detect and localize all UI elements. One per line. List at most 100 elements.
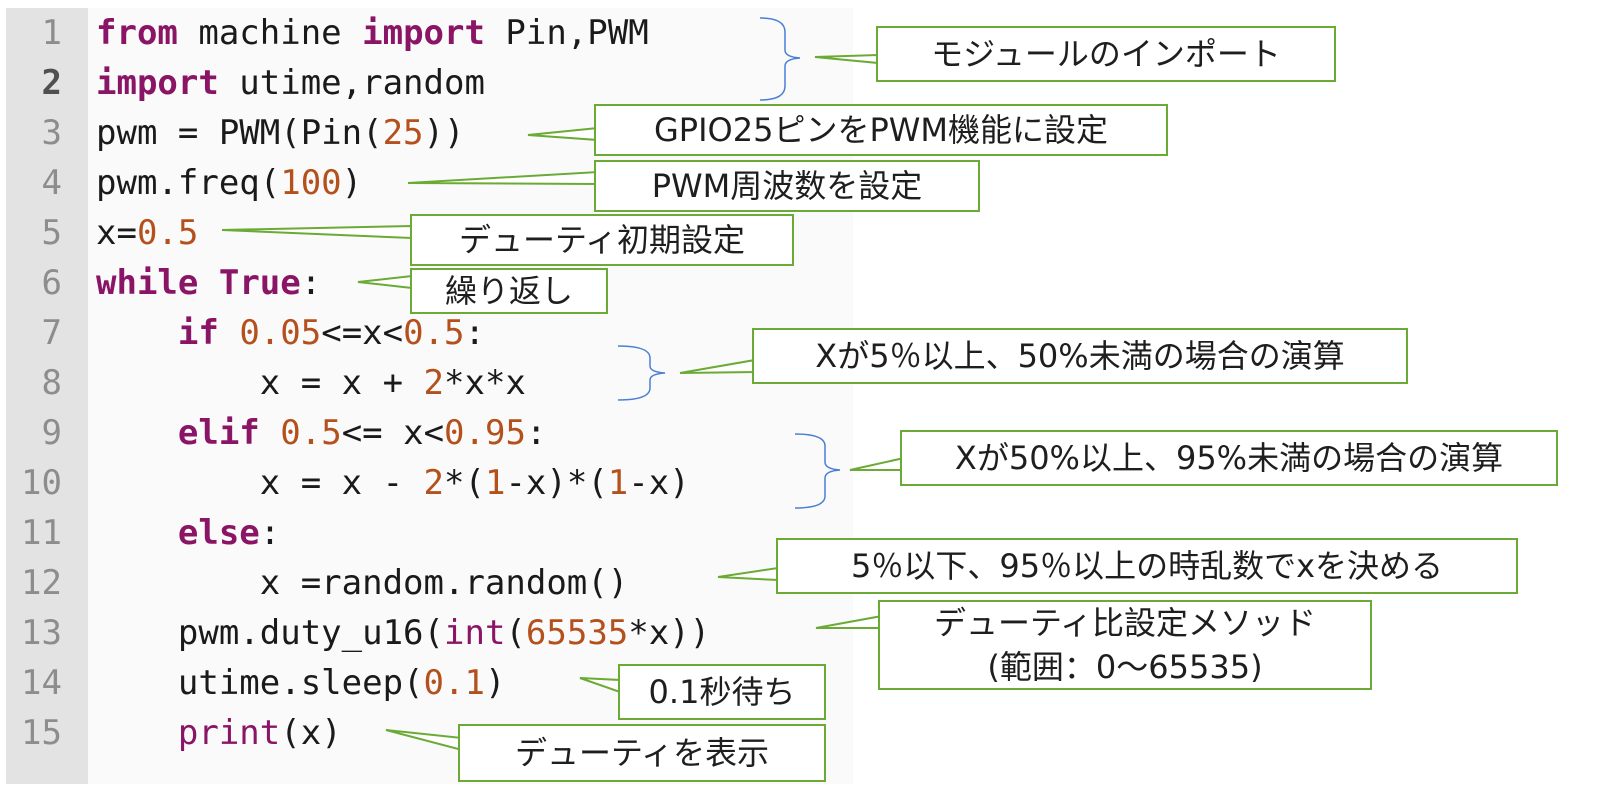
number-token: 1 (607, 463, 629, 503)
code-token: )) (423, 113, 465, 153)
annotation-module-import: モジュールのインポート (876, 26, 1336, 82)
code-token: ( (505, 613, 526, 653)
line-number: 7 (41, 313, 62, 353)
keyword-token: else (177, 513, 260, 553)
code-token: pwm = PWM(Pin( (96, 113, 383, 153)
line-number: 3 (41, 113, 62, 153)
code-token: -x) (628, 463, 690, 503)
line-number: 12 (21, 563, 62, 603)
number-token: 1 (484, 463, 506, 503)
code-token: : (525, 413, 547, 453)
annotation-gpio-pwm: GPIO25ピンをPWM機能に設定 (594, 104, 1168, 156)
code-token: pwm.duty_u16( (96, 613, 444, 653)
code-token: ) (341, 163, 363, 203)
code-token: : (464, 313, 486, 353)
annotation-pwm-freq: PWM周波数を設定 (594, 160, 980, 212)
keyword-token: if (177, 313, 219, 353)
code-token: pwm.freq( (96, 163, 281, 203)
line-number: 4 (41, 163, 62, 203)
line-number: 9 (41, 413, 62, 453)
code-token: Pin,PWM (484, 13, 649, 53)
pointer-case-5-50 (679, 358, 756, 374)
keyword-token: elif (177, 413, 260, 453)
pointer-sleep (579, 677, 621, 694)
keyword-token: import (96, 63, 219, 103)
code-line: elif 0.5<= x<0.95: (96, 408, 547, 458)
keyword-token: True (218, 263, 301, 303)
annotation-duty-init: デューティ初期設定 (410, 214, 794, 266)
code-token: utime,random (218, 63, 485, 103)
annotation-random-case: 5％以下、95％以上の時乱数でxを決める (776, 538, 1518, 594)
brace-line-10 (794, 433, 841, 509)
code-token: <= x< (341, 413, 445, 453)
code-token: (x) (280, 713, 342, 753)
code-token: : (259, 513, 281, 553)
number-token: 0.5 (136, 213, 199, 253)
number-token: 2 (423, 363, 444, 403)
brace-line-8 (617, 345, 666, 401)
number-token: 0.5 (403, 313, 465, 353)
number-token: 100 (280, 163, 342, 203)
code-line: x=0.5 (96, 208, 198, 258)
code-line: x = x - 2*(1-x)*(1-x) (96, 458, 690, 508)
code-token: <=x< (321, 313, 404, 353)
line-number: 10 (21, 463, 62, 503)
code-line: print(x) (96, 708, 342, 758)
code-line: pwm = PWM(Pin(25)) (96, 108, 464, 158)
brace-lines-1-2 (759, 17, 801, 101)
line-number-gutter (6, 8, 88, 784)
code-token: x = x + (96, 363, 424, 403)
line-number: 1 (41, 13, 62, 53)
code-token: -x)*( (505, 463, 608, 503)
number-token: 25 (382, 113, 424, 153)
pointer-pwm-freq (407, 170, 599, 186)
code-token: *x*x (444, 363, 526, 403)
code-token: : (300, 263, 322, 303)
pointer-print (385, 729, 463, 752)
code-token: x = x - (96, 463, 424, 503)
pointer-module-import (814, 53, 879, 65)
number-token: 0.05 (239, 313, 322, 353)
code-line: pwm.freq(100) (96, 158, 362, 208)
code-token: *x)) (628, 613, 711, 653)
code-line: pwm.duty_u16(int(65535*x)) (96, 608, 710, 658)
code-line: import utime,random (96, 58, 485, 108)
code-line: from machine import Pin,PWM (96, 8, 649, 58)
code-line: while True: (96, 258, 321, 308)
number-token: 2 (423, 463, 444, 503)
code-token: machine (177, 13, 363, 53)
annotation-case-5-50: Xが5％以上、50%未満の場合の演算 (752, 328, 1408, 384)
line-number: 2 (41, 63, 62, 103)
annotation-duty-method: デューティ比設定メソッド (範囲：0～65535) (878, 600, 1372, 690)
pointer-gpio-pwm (527, 126, 599, 142)
pointer-duty-method (815, 614, 883, 629)
annotation-case-50-95: Xが50%以上、95%未満の場合の演算 (900, 430, 1558, 486)
line-number: 6 (41, 263, 62, 303)
line-number: 8 (41, 363, 62, 403)
pointer-case-50-95 (849, 456, 905, 471)
pointer-loop (357, 274, 413, 290)
number-token: 0.95 (444, 413, 526, 453)
code-token: x =random.random() (96, 563, 629, 603)
code-token: x= (96, 213, 137, 253)
code-line: if 0.05<=x<0.5: (96, 308, 485, 358)
code-line: x =random.random() (96, 558, 628, 608)
code-token: *( (444, 463, 485, 503)
number-token: 0.1 (423, 663, 485, 703)
keyword-token: import (362, 13, 485, 53)
code-line: else: (96, 508, 280, 558)
pointer-random-case (717, 566, 779, 582)
code-line: x = x + 2*x*x (96, 358, 526, 408)
keyword-token: from (96, 13, 178, 53)
annotation-print-duty: デューティを表示 (458, 724, 826, 782)
builtin-token: int (444, 613, 506, 653)
number-token: 0.5 (280, 413, 342, 453)
code-token: ) (484, 663, 506, 703)
line-number: 14 (21, 663, 62, 703)
annotation-duty-method-line1: デューティ比設定メソッド (933, 604, 1317, 642)
number-token: 65535 (525, 613, 629, 653)
annotation-loop: 繰り返し (410, 268, 608, 314)
pointer-duty-init (221, 224, 413, 240)
annotation-sleep: 0.1秒待ち (618, 664, 826, 720)
